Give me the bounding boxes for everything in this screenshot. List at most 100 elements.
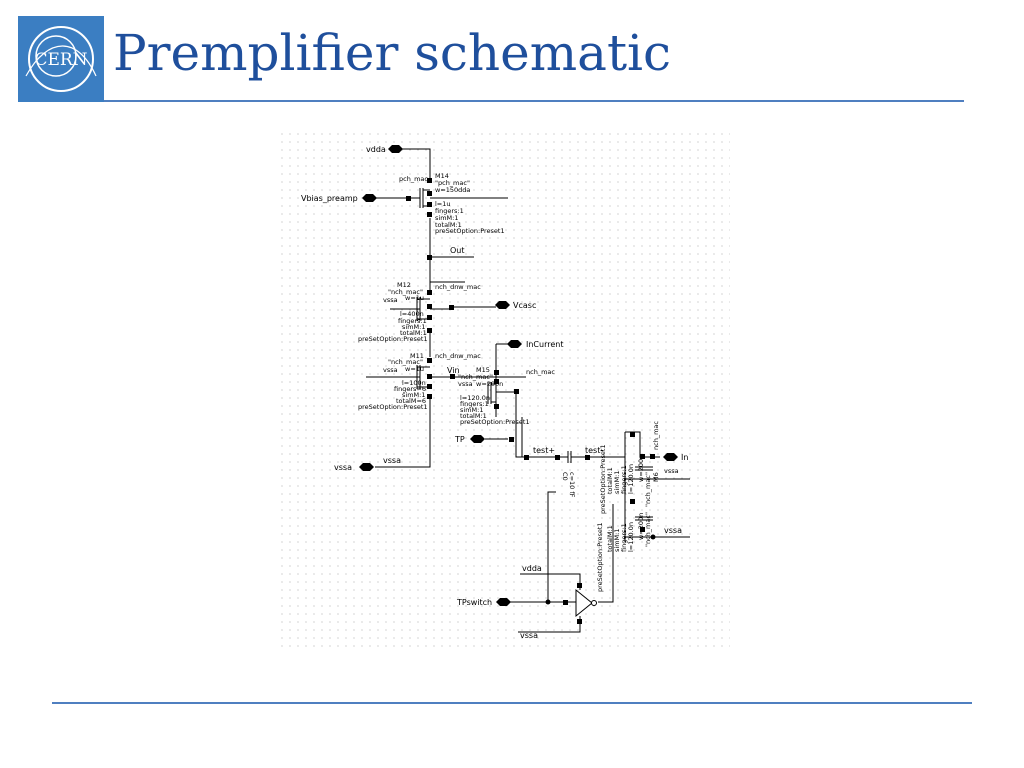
net-test-plus-label: test+ bbox=[533, 446, 555, 455]
title-underline bbox=[104, 100, 964, 102]
m15-totalm: totalM:1 bbox=[460, 412, 487, 420]
cern-logo: CERN bbox=[18, 16, 104, 102]
m11-simm: simM:1 bbox=[402, 391, 425, 399]
cap-c0-name: C0 bbox=[561, 472, 569, 481]
pin-incurrent-label: InCurrent bbox=[526, 340, 563, 349]
m14-simm: simM:1 bbox=[435, 214, 458, 222]
pin-vcasc-label: Vcasc bbox=[513, 301, 536, 310]
m11-length: l=100n bbox=[402, 379, 426, 387]
m11-bulk: vssa bbox=[383, 366, 398, 374]
slide-title: Premplifier schematic bbox=[113, 24, 672, 82]
pin-in-label: In bbox=[681, 453, 688, 462]
logo-text: CERN bbox=[34, 50, 87, 70]
pin-vssa-right: vssa bbox=[664, 526, 682, 535]
transistor-m6: nch_mac "nch_mac" w=200n M6 vssa l=120.0… bbox=[599, 421, 690, 542]
m12-name: M12 bbox=[397, 281, 411, 289]
m12-model: "nch_mac" bbox=[388, 288, 423, 296]
pin-vssa-left-label: vssa bbox=[334, 463, 352, 472]
m6-length: l=120.0n bbox=[627, 464, 635, 494]
lower-model: "nch_mac" bbox=[644, 512, 652, 547]
m12-model-tag: nch_dnw_mac bbox=[435, 283, 481, 291]
m11-name: M11 bbox=[410, 352, 424, 360]
m12-bulk: vssa bbox=[383, 296, 398, 304]
transistor-lower-switch: "nch_mac" w=200n l=120.0n fingers:1 simM… bbox=[596, 504, 652, 603]
main-column-wires bbox=[366, 148, 526, 468]
m12-length: l=400n bbox=[400, 310, 424, 318]
m6-model-tag: nch_mac bbox=[652, 421, 660, 450]
transistor-m15: M15 nch_mac "nch_mac" vssa w=200n l=120.… bbox=[458, 343, 555, 458]
m14-model: "pch_mac" bbox=[435, 179, 470, 187]
pin-vbias-preamp: Vbias_preamp bbox=[301, 194, 377, 203]
m15-name: M15 bbox=[476, 366, 490, 374]
pin-incurrent: InCurrent bbox=[507, 340, 563, 349]
m6-width: w=200n bbox=[637, 455, 645, 482]
m15-model: "nch_mac" bbox=[458, 373, 493, 381]
pin-tpswitch-label: TPswitch bbox=[456, 598, 492, 607]
lower-totalm: totalM:1 bbox=[606, 525, 614, 552]
m15-simm: simM:1 bbox=[460, 406, 483, 414]
net-vssa-bottom-label: vssa bbox=[383, 456, 401, 465]
m12-preset: preSetOption:Preset1 bbox=[358, 335, 428, 343]
pin-tp-label: TP bbox=[454, 435, 465, 444]
transistor-m14: pch_mac M14 "pch_mac" w=150dda l=1u fing… bbox=[399, 172, 505, 235]
net-vssa-buffer-label: vssa bbox=[520, 631, 538, 640]
m6-simm: simM:1 bbox=[613, 471, 621, 494]
lower-width: w=200n bbox=[637, 513, 645, 540]
net-test-minus-label: test- bbox=[585, 446, 603, 455]
m14-totalm: totalM:1 bbox=[435, 221, 462, 229]
tpswitch-buffer: vdda vssa bbox=[508, 491, 597, 640]
net-vin: Vin bbox=[447, 366, 460, 375]
transistor-m11: M11 nch_dnw_mac "nch_mac" vssa w=1u l=10… bbox=[358, 352, 481, 411]
pin-vdda-top-label: vdda bbox=[366, 145, 386, 154]
pin-vssa-right-label: vssa bbox=[664, 526, 682, 535]
m14-model-tag: pch_mac bbox=[399, 175, 428, 183]
net-out: Out bbox=[427, 246, 474, 260]
m6-preset: preSetOption:Preset1 bbox=[599, 444, 607, 514]
lower-simm: simM:1 bbox=[613, 529, 621, 552]
pin-vssa-left: vssa bbox=[334, 463, 374, 472]
test-injection-path: test+ test- C0 c=10 fF bbox=[485, 417, 626, 498]
m14-name: M14 bbox=[435, 172, 449, 180]
pin-vbias-preamp-label: Vbias_preamp bbox=[301, 194, 358, 203]
m6-name: M6 bbox=[652, 472, 660, 482]
lower-length: l=120.0n bbox=[627, 522, 635, 552]
schematic-diagram: pch_mac M14 "pch_mac" w=150dda l=1u fing… bbox=[280, 132, 730, 652]
m11-width: w=1u bbox=[405, 365, 424, 373]
m15-width: w=200n bbox=[476, 380, 503, 388]
m14-width: w=150dda bbox=[435, 186, 470, 194]
m15-model-tag: nch_mac bbox=[526, 368, 555, 376]
m15-fingers: fingers:1 bbox=[460, 400, 489, 408]
lower-preset: preSetOption:Preset1 bbox=[596, 522, 604, 592]
cern-logo-mark: CERN bbox=[25, 26, 97, 92]
lower-fingers: fingers:1 bbox=[620, 523, 628, 552]
cap-c0-value: c=10 fF bbox=[568, 472, 576, 498]
net-vin-label: Vin bbox=[447, 366, 460, 375]
pin-vdda-top: vdda bbox=[366, 145, 403, 154]
m14-length: l=1u bbox=[435, 200, 451, 208]
m6-bulk: vssa bbox=[664, 467, 679, 475]
m6-fingers: fingers:1 bbox=[620, 465, 628, 494]
footer-rule bbox=[52, 702, 972, 704]
m14-preset: preSetOption:Preset1 bbox=[435, 227, 505, 235]
m15-length: l=120.0n bbox=[460, 394, 490, 402]
schematic-svg: pch_mac M14 "pch_mac" w=150dda l=1u fing… bbox=[280, 132, 730, 652]
m12-fingers: fingers:1 bbox=[398, 317, 427, 325]
m12-totalm: totalM:1 bbox=[400, 329, 427, 337]
m11-model-tag: nch_dnw_mac bbox=[435, 352, 481, 360]
pin-tpswitch: TPswitch bbox=[456, 598, 511, 607]
m15-bulk: vssa bbox=[458, 380, 473, 388]
m6-totalm: totalM:1 bbox=[606, 467, 614, 494]
m15-preset: preSetOption:Preset1 bbox=[460, 418, 530, 426]
net-out-label: Out bbox=[450, 246, 465, 255]
m11-model: "nch_mac" bbox=[388, 358, 423, 366]
m6-model: "nch_mac" bbox=[644, 472, 652, 507]
pin-in: In bbox=[663, 453, 688, 462]
m11-totalm: totalM=6 bbox=[396, 397, 426, 405]
net-vdda-buffer-label: vdda bbox=[522, 564, 542, 573]
pin-vcasc: Vcasc bbox=[495, 301, 536, 310]
m11-fingers: fingers=6 bbox=[394, 385, 426, 393]
pin-tp: TP bbox=[454, 435, 485, 444]
m14-fingers: fingers:1 bbox=[435, 207, 464, 215]
m12-simm: simM:1 bbox=[402, 323, 425, 331]
m11-preset: preSetOption:Preset1 bbox=[358, 403, 428, 411]
